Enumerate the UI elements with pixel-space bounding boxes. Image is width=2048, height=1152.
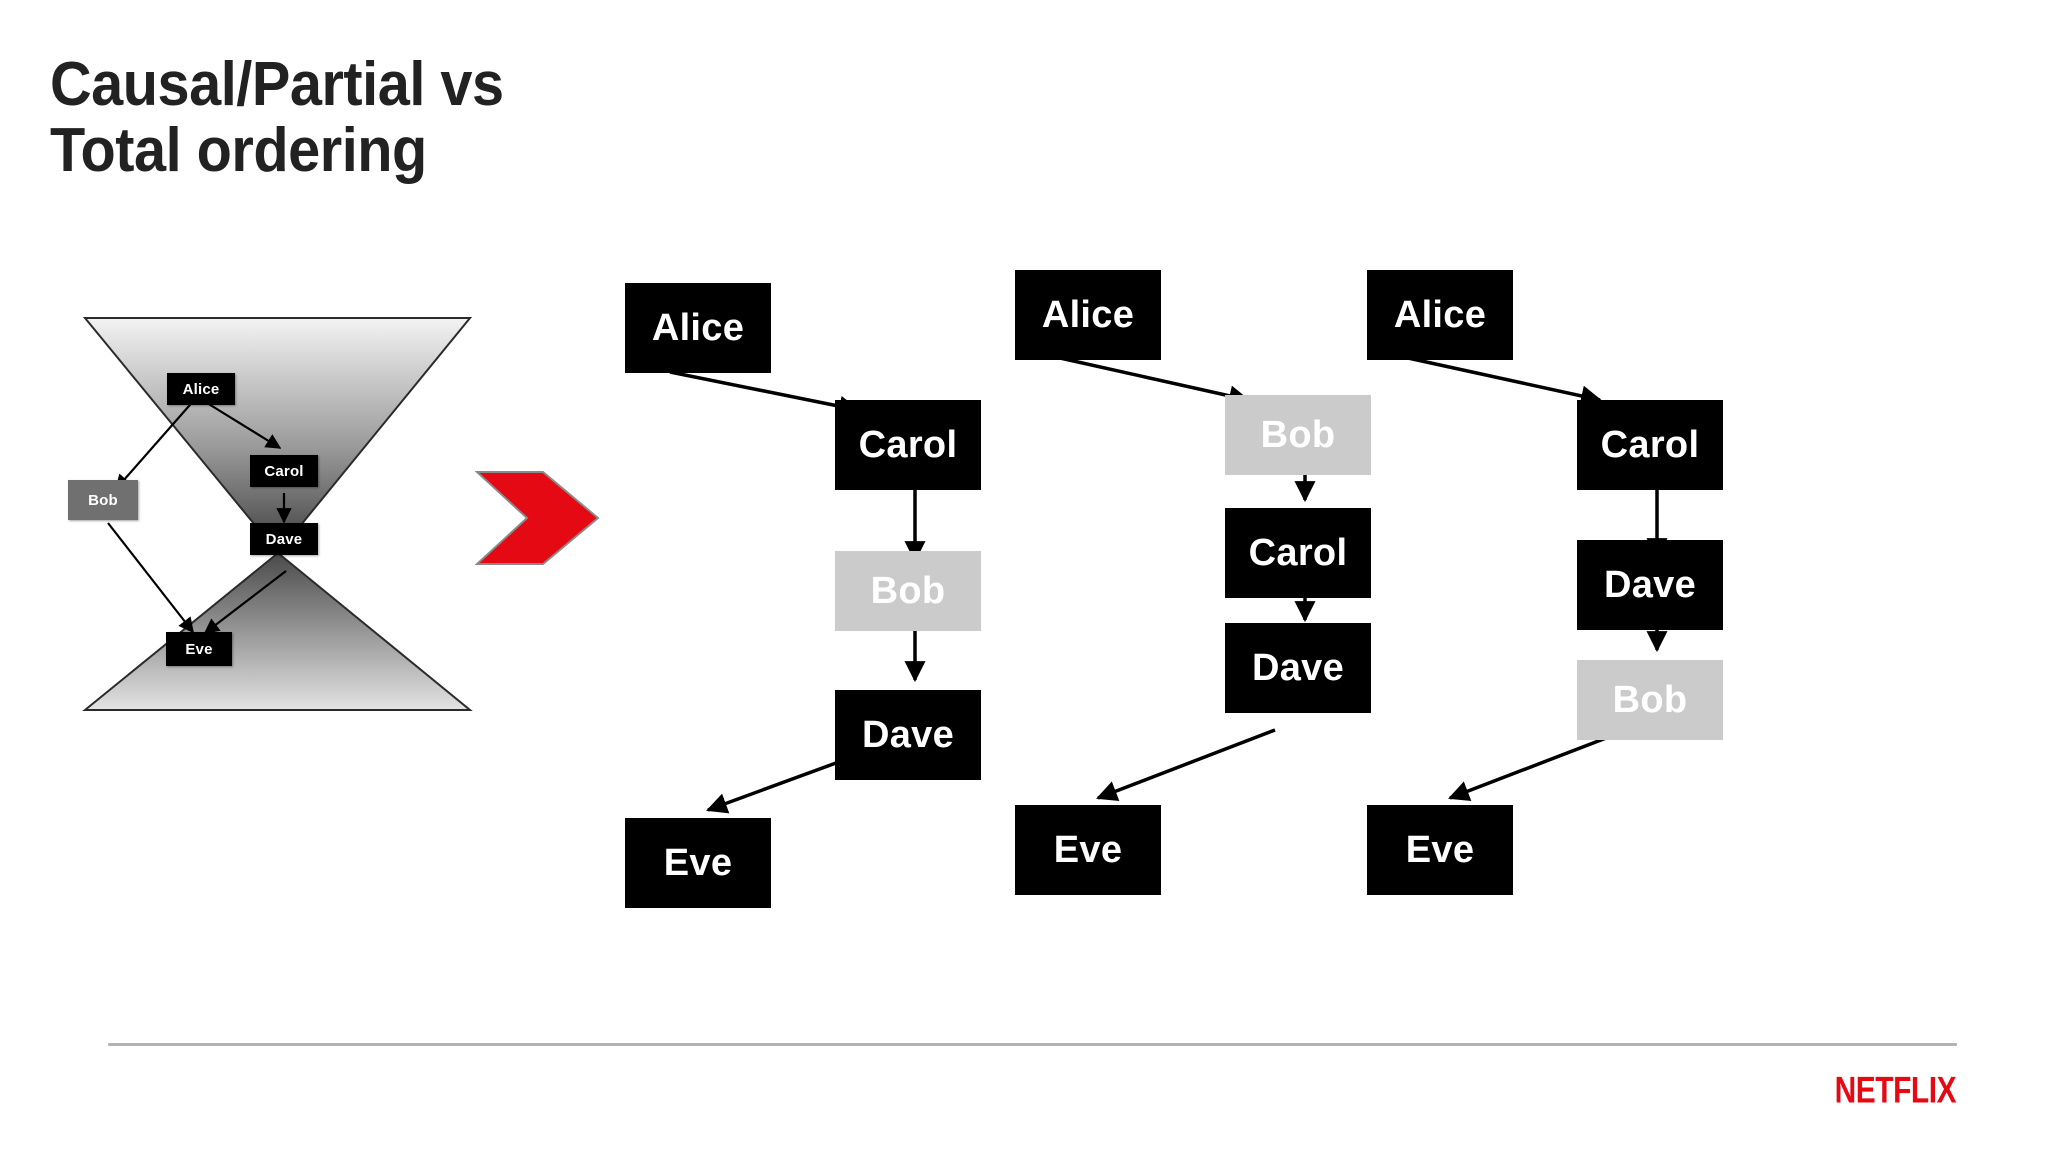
future-cone-triangle	[82, 317, 473, 555]
chain3-edge-1	[1407, 356, 1603, 407]
partial-node-eve-label: Eve	[185, 640, 213, 658]
partial-node-bob[interactable]: Bob	[68, 480, 138, 520]
chain2-node-alice[interactable]: Alice	[1015, 270, 1161, 360]
chain1-node-dave-label: Dave	[861, 713, 955, 756]
page-title: Causal/Partial vs Total ordering	[50, 50, 504, 186]
partial-node-carol-label: Carol	[264, 462, 304, 480]
bowtie-edge-alice-bob	[114, 397, 197, 491]
chain3-node-eve-label: Eve	[1405, 828, 1475, 871]
chain1-node-carol-label: Carol	[858, 423, 958, 466]
partial-node-dave[interactable]: Dave	[250, 523, 318, 555]
chain1-node-bob-label: Bob	[870, 569, 946, 612]
partial-node-carol[interactable]: Carol	[250, 455, 318, 487]
chain3-node-eve[interactable]: Eve	[1367, 805, 1513, 895]
bowtie-edge-dave-eve	[203, 570, 287, 634]
chain3-edge-4	[1448, 728, 1628, 802]
chain2-node-eve[interactable]: Eve	[1015, 805, 1161, 895]
chain1-node-eve-label: Eve	[663, 841, 733, 884]
partial-node-alice[interactable]: Alice	[167, 373, 235, 405]
chain2-node-carol[interactable]: Carol	[1225, 508, 1371, 598]
total-order-chain-1: Alice Carol Bob Dave Eve	[625, 0, 1070, 1000]
chain3-node-bob[interactable]: Bob	[1577, 660, 1723, 740]
chain2-edge-4	[1096, 728, 1276, 802]
chain2-node-dave[interactable]: Dave	[1225, 623, 1371, 713]
chain2-node-bob-label: Bob	[1260, 413, 1336, 456]
netflix-logo: NETFLIX	[1834, 1070, 1956, 1112]
chain2-node-eve-label: Eve	[1053, 828, 1123, 871]
chevron-shape	[474, 471, 600, 565]
chain2-node-bob[interactable]: Bob	[1225, 395, 1371, 475]
total-order-chain-2: Alice Bob Carol Dave Eve	[1015, 0, 1460, 1000]
footer-divider	[108, 1043, 1957, 1046]
chain2-node-carol-label: Carol	[1248, 531, 1348, 574]
chain3-node-dave[interactable]: Dave	[1577, 540, 1723, 630]
bowtie-edge-bob-eve	[107, 522, 194, 634]
chain3-node-carol-label: Carol	[1600, 423, 1700, 466]
chain2-node-dave-label: Dave	[1251, 646, 1345, 689]
total-order-chain-3: Alice Carol Dave Bob Eve	[1367, 0, 1808, 1000]
chain1-node-bob[interactable]: Bob	[835, 551, 981, 631]
chain1-node-carol[interactable]: Carol	[835, 400, 981, 490]
red-chevron-arrow	[474, 468, 600, 568]
chain1-edge-1	[669, 370, 861, 417]
partial-node-alice-label: Alice	[182, 380, 220, 398]
chain3-node-alice[interactable]: Alice	[1367, 270, 1513, 360]
bowtie-edge-alice-carol	[198, 397, 282, 449]
chain1-node-eve[interactable]: Eve	[625, 818, 771, 908]
partial-node-bob-label: Bob	[88, 491, 118, 509]
chain1-node-alice[interactable]: Alice	[625, 283, 771, 373]
partial-node-dave-label: Dave	[265, 530, 303, 548]
partial-node-eve[interactable]: Eve	[166, 632, 232, 666]
chain3-node-dave-label: Dave	[1603, 563, 1697, 606]
chain3-node-alice-label: Alice	[1393, 293, 1487, 336]
chain3-node-bob-label: Bob	[1612, 678, 1688, 721]
chain1-node-alice-label: Alice	[651, 306, 745, 349]
chain2-node-alice-label: Alice	[1041, 293, 1135, 336]
chain3-node-carol[interactable]: Carol	[1577, 400, 1723, 490]
chain2-edge-1	[1059, 356, 1251, 407]
chain1-node-dave[interactable]: Dave	[835, 690, 981, 780]
